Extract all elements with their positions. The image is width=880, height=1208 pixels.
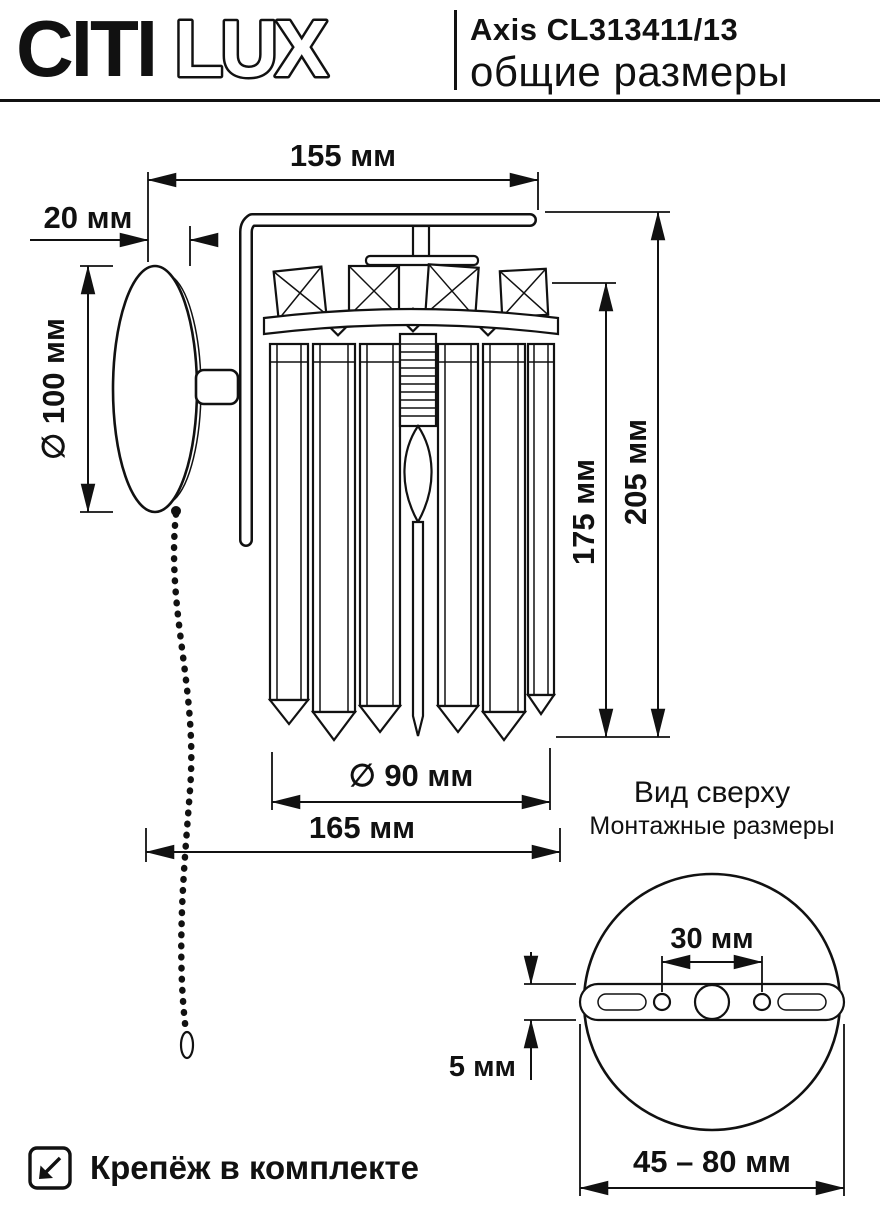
dim-label-mount-range: 45 – 80 мм [633, 1144, 791, 1179]
mount-slot-left [597, 993, 647, 1011]
page-title: общие размеры [470, 48, 789, 95]
dim-label-plate-depth: 20 мм [44, 200, 133, 235]
header-divider [454, 10, 457, 90]
hub-knob [194, 368, 240, 406]
brand-text: CITI LUX [16, 6, 328, 93]
crystal-bar [435, 342, 481, 734]
dim-plate-diameter: ∅ 100 мм [36, 265, 113, 513]
dim-arm-length: 155 мм [147, 138, 539, 262]
hardware-included-icon [28, 1146, 72, 1190]
dim-label-total-depth: 165 мм [309, 810, 415, 845]
hanger-bar [364, 254, 480, 267]
dim-label-plate-diameter: ∅ 100 мм [36, 318, 71, 460]
screw-hole-left [652, 992, 672, 1012]
brand-text-solid: CITI [16, 6, 155, 93]
crystal-bar [357, 342, 403, 734]
dim-label-shade-height: 175 мм [566, 459, 601, 565]
crystal-bar [310, 342, 358, 742]
dim-label-total-height: 205 мм [618, 419, 653, 525]
dim-label-bracket-offset: 5 мм [449, 1051, 516, 1083]
bracket-arm [239, 213, 537, 547]
brand-text-outline: LUX [174, 6, 328, 93]
dim-total-height: 205 мм [545, 211, 670, 738]
top-view-subtitle: Монтажные размеры [589, 812, 834, 840]
screw-hole-right [752, 992, 772, 1012]
top-view: Вид сверху Монтажные размеры 30 мм 5 мм [449, 776, 846, 1196]
lamp-side-view [111, 213, 560, 1060]
dim-label-shade-diameter: ∅ 90 мм [349, 758, 474, 793]
socket-threads [401, 343, 435, 417]
bulb [403, 424, 433, 525]
crystal-bar [525, 342, 557, 716]
dim-hole-spacing: 30 мм [661, 923, 763, 992]
wall-plate [111, 264, 199, 514]
dim-label-hole-spacing: 30 мм [670, 923, 753, 955]
center-hole [693, 983, 731, 1021]
crystal-bars [267, 342, 557, 742]
crystal-ring [262, 307, 560, 336]
brand-logo: CITI LUX [16, 6, 333, 96]
footer: Крепёж в комплекте [26, 1144, 419, 1192]
footer-note: Крепёж в комплекте [90, 1149, 420, 1186]
dim-total-depth: 165 мм [145, 810, 561, 862]
crystal-bar [267, 342, 311, 726]
lamp-socket [398, 332, 438, 737]
dim-shade-diameter: ∅ 90 мм [271, 748, 551, 810]
chain-pull [179, 1030, 195, 1060]
center-rod [411, 520, 425, 737]
dim-mount-range: 45 – 80 мм [579, 1024, 845, 1196]
shade-stem [411, 224, 431, 260]
mount-slot-right [777, 993, 827, 1011]
dim-shade-height: 175 мм [552, 282, 670, 738]
model-title: Axis CL313411/13 [470, 12, 739, 47]
pull-chain [170, 506, 195, 1060]
dim-plate-depth: 20 мм [30, 200, 219, 266]
dim-label-arm-length: 155 мм [290, 138, 396, 173]
top-view-title: Вид сверху [634, 776, 790, 809]
dim-bracket-offset: 5 мм [449, 952, 576, 1083]
header-rule [0, 99, 880, 102]
crystal-bar [480, 342, 528, 742]
